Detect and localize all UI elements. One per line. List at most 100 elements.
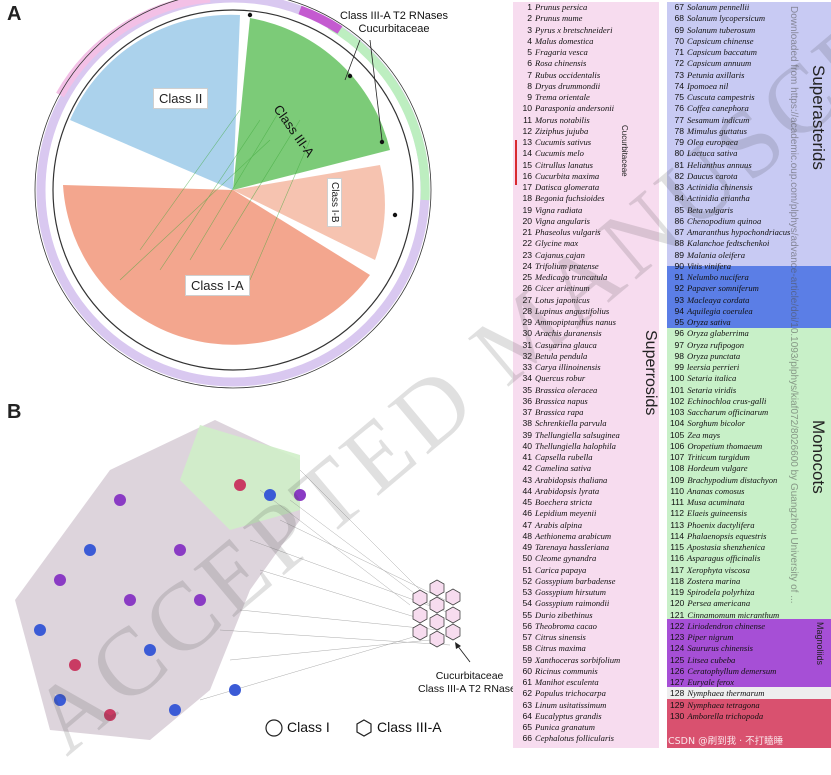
species-number: 55 xyxy=(522,609,532,620)
species-number: 48 xyxy=(522,530,532,541)
species-number: 59 xyxy=(522,654,532,665)
species-number: 70 xyxy=(674,35,684,46)
species-name: Camelina sativa xyxy=(535,463,592,474)
species-number: 72 xyxy=(674,58,684,69)
superrosids-background xyxy=(513,2,659,748)
species-number: 26 xyxy=(522,283,532,294)
species-name: Setaria italica xyxy=(687,373,737,384)
species-number: 40 xyxy=(522,440,532,451)
species-number: 121 xyxy=(670,609,685,620)
species-name: Lactuca sativa xyxy=(687,148,738,159)
species-number: 82 xyxy=(674,170,684,181)
network-edges xyxy=(199,469,456,701)
species-name: Macleaya cordata xyxy=(687,294,750,305)
species-number: 79 xyxy=(674,137,684,147)
species-number: 105 xyxy=(670,429,685,440)
species-name: Musa acuminata xyxy=(687,497,745,507)
species-number: 44 xyxy=(522,485,532,496)
species-name: Xerophyta viscosa xyxy=(687,564,750,575)
species-number: 67 xyxy=(674,2,684,12)
species-name: Citrullus lanatus xyxy=(535,159,594,170)
species-number: 16 xyxy=(522,170,532,181)
species-name: Sesamum indicum xyxy=(687,114,750,125)
species-number: 102 xyxy=(670,395,685,406)
species-name: Malus domestica xyxy=(535,35,594,46)
species-number: 94 xyxy=(674,305,684,316)
species-number: 52 xyxy=(522,575,532,586)
legend-class-i-label: Class I xyxy=(287,719,330,735)
species-number: 10 xyxy=(522,103,532,114)
species-name: Ipomoea nil xyxy=(687,80,729,91)
species-number: 57 xyxy=(522,632,532,642)
cucurbitaceae-label: Cucurbitaceae xyxy=(620,125,629,177)
species-number: 114 xyxy=(670,530,684,541)
species-number: 104 xyxy=(670,418,685,429)
magnoliids-background xyxy=(667,619,831,687)
species-number: 81 xyxy=(674,159,684,170)
species-name: Manihot esculenta xyxy=(535,677,599,687)
class-ib-label: Class I-B xyxy=(327,178,342,227)
class-iiia-clade xyxy=(233,18,390,190)
species-name: Brassica oleracea xyxy=(535,384,598,395)
tree-outer-ring-pink xyxy=(56,0,211,98)
species-number: 129 xyxy=(670,699,685,710)
species-name: Citrus maxima xyxy=(535,643,586,654)
species-name: Quercus robur xyxy=(535,373,586,384)
species-name: Saururus chinensis xyxy=(687,643,753,654)
cucurbitaceae-arrow xyxy=(456,644,471,663)
superasterids-background xyxy=(667,2,831,266)
class-iiia-cucurbitaceae-annotation: Class III-A T2 RNases Cucurbitaceae xyxy=(340,10,448,35)
basal-eudicots-background xyxy=(667,266,831,328)
species-number: 68 xyxy=(674,13,684,24)
species-number: 19 xyxy=(522,204,532,215)
species-number: 58 xyxy=(522,643,532,654)
species-number: 54 xyxy=(522,598,532,609)
species-name: Nymphaea tetragona xyxy=(687,699,760,710)
species-name: Asparagus officinalis xyxy=(687,553,761,564)
species-name: Litsea cubeba xyxy=(687,654,736,665)
cucurbitaceae-annotation-b: Cucurbitaceae Class III-A T2 RNases xyxy=(418,670,522,695)
species-name: Petunia axillaris xyxy=(687,69,745,80)
species-name: Carya illinoinensis xyxy=(535,362,601,372)
species-number: 99 xyxy=(674,362,684,372)
species-name: Begonia fuchsioides xyxy=(535,193,605,204)
species-name: Solanum tuberosum xyxy=(687,24,756,35)
species-number: 119 xyxy=(670,587,684,597)
species-name: Cinnamomum micranthum xyxy=(687,609,780,620)
magnoliids-label: Magnoliids xyxy=(815,622,825,666)
